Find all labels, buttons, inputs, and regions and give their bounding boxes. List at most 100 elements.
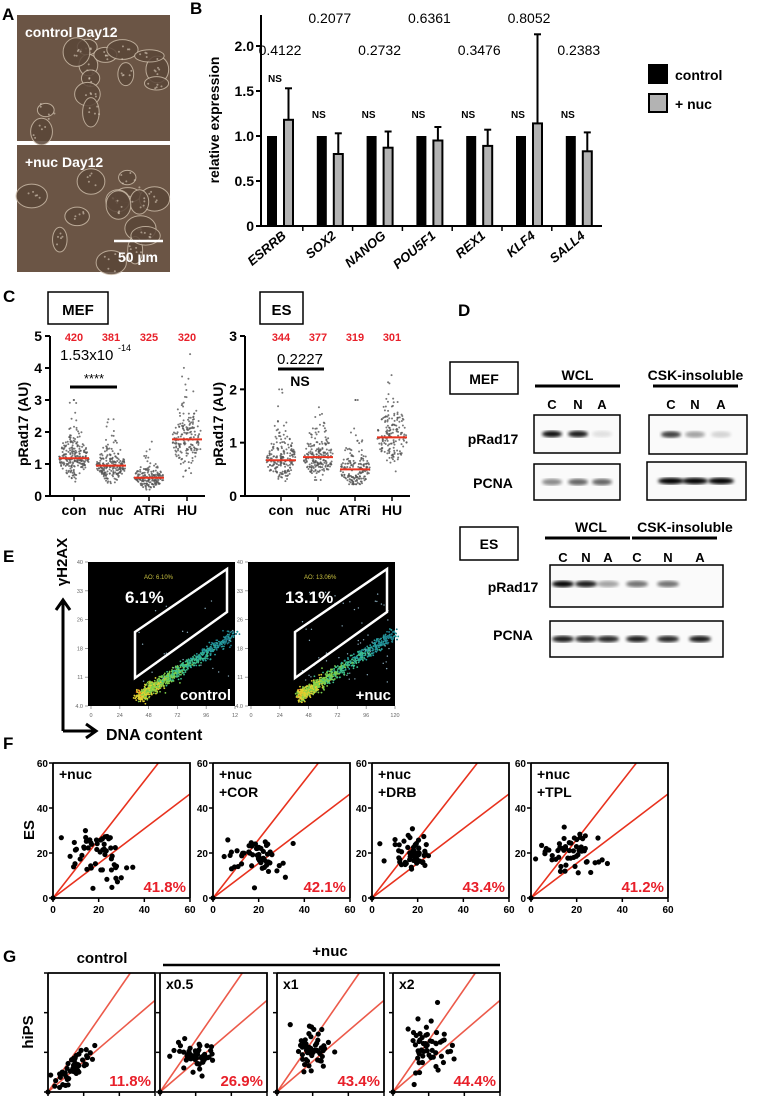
data-point <box>542 851 548 857</box>
data-point <box>70 417 73 420</box>
data-point <box>265 859 271 865</box>
fraction-label: WCL <box>562 367 594 383</box>
data-point <box>556 841 563 847</box>
event-point <box>363 654 366 657</box>
data-point <box>74 480 77 483</box>
x-tick-label: 72 <box>334 713 340 719</box>
data-point <box>141 478 144 481</box>
event-point <box>353 662 355 665</box>
data-point <box>64 464 67 467</box>
data-point <box>286 452 289 455</box>
data-point <box>405 434 408 437</box>
event-point <box>179 666 182 669</box>
data-point <box>350 479 353 482</box>
event-point <box>195 652 198 655</box>
data-point <box>428 1054 434 1061</box>
data-point <box>179 443 182 446</box>
data-point <box>114 478 117 481</box>
data-point <box>291 453 294 456</box>
x-tick-label: KLF4 <box>503 227 538 260</box>
y-tick-label: 18 <box>237 646 243 652</box>
data-point <box>286 474 289 477</box>
data-point <box>183 1057 189 1063</box>
data-point <box>390 456 393 459</box>
x-tick-label: 0 <box>210 905 216 916</box>
data-point <box>105 479 108 482</box>
data-point <box>302 1037 308 1043</box>
event-point <box>349 654 352 657</box>
event-point <box>357 639 359 642</box>
data-point <box>108 447 111 450</box>
sample-count: 325 <box>140 332 158 344</box>
event-point <box>139 692 141 695</box>
event-point <box>396 638 398 641</box>
event-point <box>333 669 335 672</box>
data-point <box>146 471 149 474</box>
data-point <box>410 1037 416 1044</box>
data-point <box>348 474 351 477</box>
data-point <box>276 420 279 423</box>
event-point <box>315 684 318 687</box>
cell-texture <box>160 85 163 88</box>
event-point <box>222 647 225 650</box>
x-tick-label: nuc <box>99 502 124 518</box>
data-point <box>99 836 106 842</box>
panel-letter: F <box>3 734 13 753</box>
lane-label: C <box>547 397 557 412</box>
data-point <box>69 461 72 464</box>
data-point <box>78 472 81 475</box>
data-point <box>110 469 113 472</box>
p-value-label: 0.6361 <box>408 10 451 26</box>
data-point <box>177 423 180 426</box>
data-point <box>276 471 279 474</box>
y-tick-label: 1.5 <box>235 83 255 99</box>
event-point <box>163 679 166 682</box>
data-point <box>366 460 369 463</box>
data-point <box>416 845 422 851</box>
event-point <box>150 685 153 688</box>
data-point <box>79 455 82 458</box>
data-point <box>288 472 291 475</box>
y-axis-label: hiPS <box>20 1015 37 1048</box>
event-point <box>150 687 153 690</box>
event-point <box>325 652 328 654</box>
data-point <box>362 477 365 480</box>
data-point <box>380 418 383 421</box>
data-point <box>62 1082 69 1089</box>
cell-colony <box>95 250 127 276</box>
event-point <box>324 673 327 676</box>
data-point <box>355 483 358 486</box>
data-point <box>80 431 83 434</box>
data-point <box>290 447 293 450</box>
event-point <box>171 677 174 679</box>
blot-membrane <box>549 620 724 658</box>
event-point <box>210 600 213 602</box>
x-tick-label: 0 <box>50 905 56 916</box>
data-point <box>75 402 78 405</box>
data-point <box>183 460 186 463</box>
data-point <box>60 446 63 449</box>
data-point <box>350 449 353 452</box>
event-point <box>303 700 306 703</box>
data-point <box>62 442 65 445</box>
event-point <box>173 672 176 675</box>
data-point <box>368 466 371 469</box>
data-point <box>73 476 76 479</box>
data-point <box>344 476 347 479</box>
data-point <box>117 475 120 478</box>
data-point <box>395 427 398 430</box>
data-point <box>312 1042 319 1048</box>
event-point <box>315 689 318 692</box>
data-point <box>280 438 283 441</box>
data-point <box>123 461 126 464</box>
data-point <box>81 443 84 446</box>
sample-count: 381 <box>102 332 120 344</box>
data-point <box>70 477 73 480</box>
data-point <box>332 1049 338 1055</box>
data-point <box>388 443 391 446</box>
cell-texture <box>128 48 131 51</box>
data-point <box>84 466 87 469</box>
event-point <box>354 660 357 662</box>
data-point <box>289 454 292 457</box>
